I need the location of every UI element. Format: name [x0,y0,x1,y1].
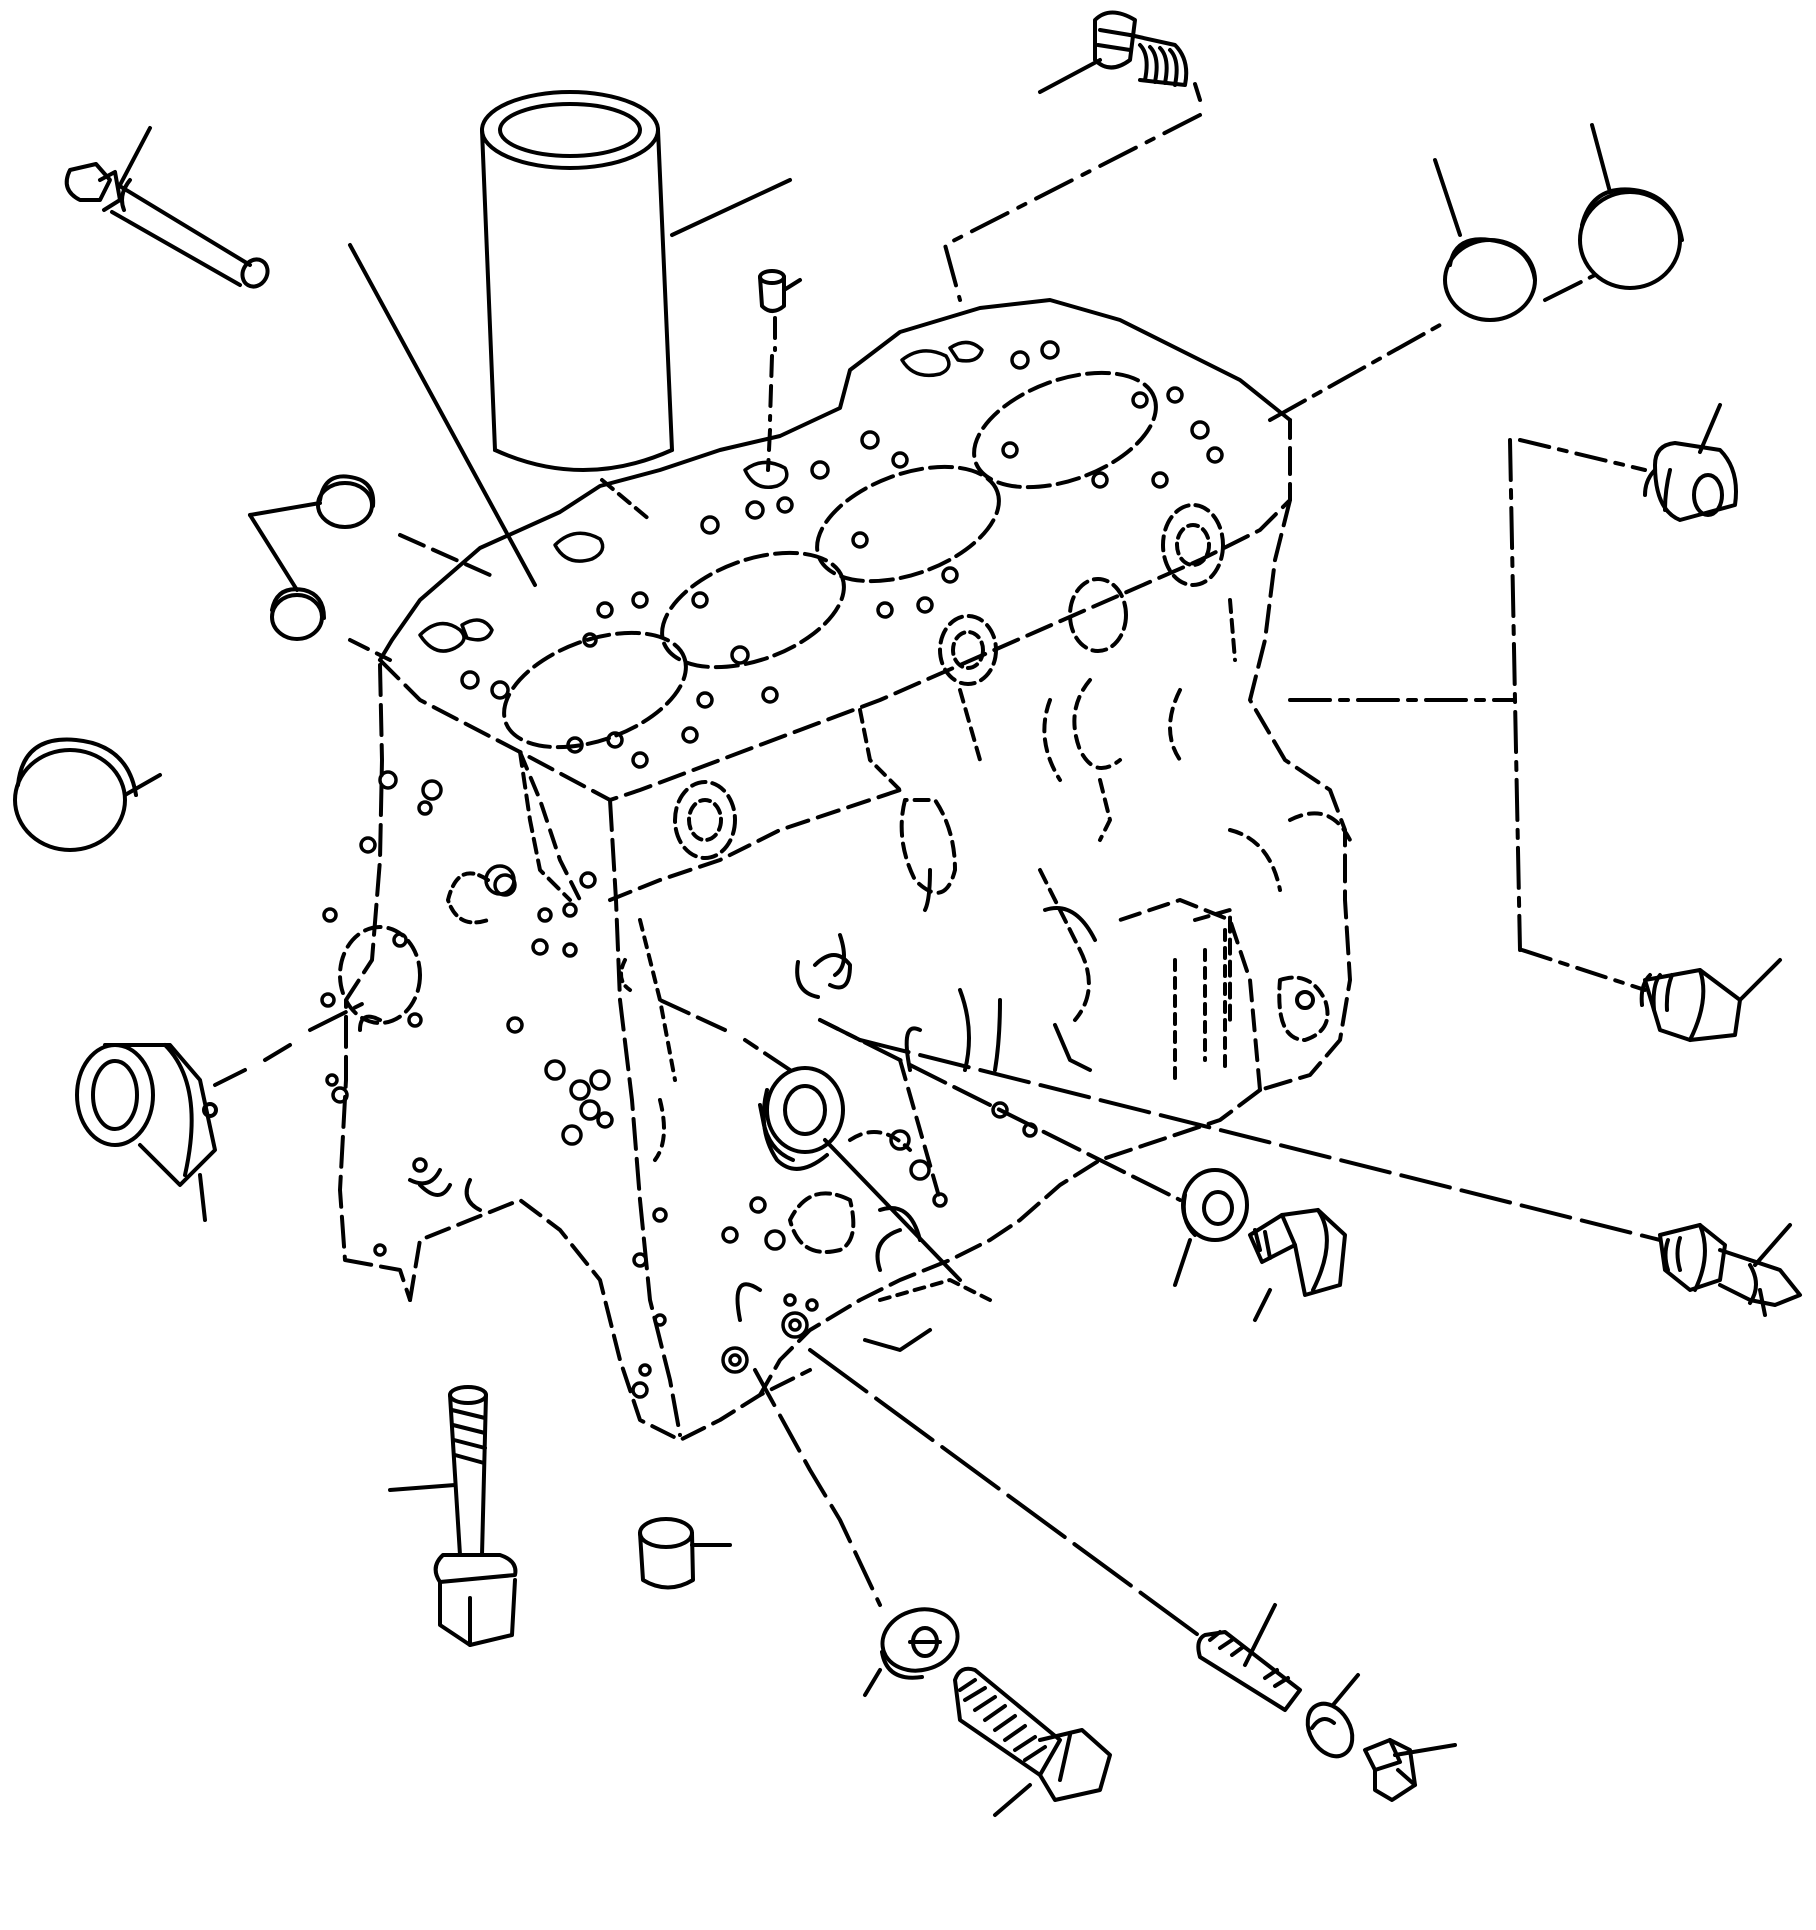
collar-front [658,998,962,1282]
leader-line [348,243,537,587]
expansion-plug-left [13,737,162,852]
gasket-washer-mid [818,1018,1249,1287]
spring-washer-bottom [1305,1673,1360,1759]
axis-line-right [1268,273,1597,422]
water-temp-sensor [858,1038,1802,1317]
cylinder-liner [480,90,792,522]
long-stud-top-left [64,126,270,289]
leader-dashed [818,1018,862,1042]
plug-bottom-small [638,1517,732,1590]
leader-dashed [898,1058,942,1202]
plug-right-upper [1518,403,1738,522]
nut-bottom [1363,1738,1457,1802]
expansion-plug-right-b [1578,123,1684,290]
plug-left-small-b [248,513,392,662]
stud-bottom [808,1348,1302,1712]
cam-bushing [75,998,372,1222]
bolt-mid [1248,1208,1347,1322]
plug-right-lower [1520,948,1782,1042]
expansion-plug-right-a [1433,158,1537,322]
plug-top-right [943,10,1202,302]
cylinder-block [320,298,1352,1442]
washer-bottom [753,1368,960,1697]
flange-bolt-bottom-left [388,1385,518,1647]
bracket-line-right [1288,438,1522,952]
plug-left-small-a [248,474,492,577]
dowel-pin-top [758,269,802,472]
bolt-bottom [953,1666,1112,1817]
